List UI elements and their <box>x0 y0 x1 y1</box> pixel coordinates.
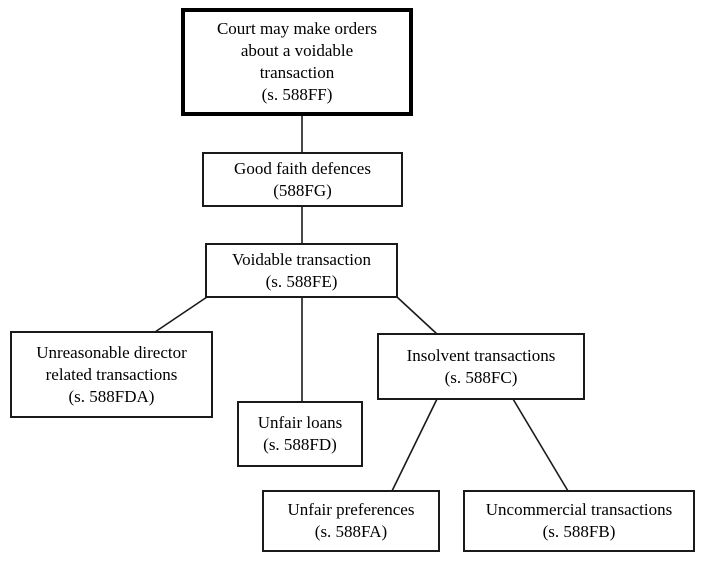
node-insolvent-transactions: Insolvent transactions (s. 588FC) <box>377 333 585 400</box>
node-voidable-transaction: Voidable transaction (s. 588FE) <box>205 243 398 298</box>
connector-voidable-to-unreasonable <box>154 296 208 333</box>
node-good-faith-defences: Good faith defences (588FG) <box>202 152 403 207</box>
node-unreasonable-director-related-transactions: Unreasonable director related transactio… <box>10 331 213 418</box>
connector-insolvent-to-uncommercial <box>512 398 569 492</box>
node-unfair-loans: Unfair loans (s. 588FD) <box>237 401 363 467</box>
connector-insolvent-to-unfairprefs <box>391 398 438 492</box>
node-uncommercial-transactions: Uncommercial transactions (s. 588FB) <box>463 490 695 552</box>
node-court-may-make-orders: Court may make orders about a voidable t… <box>181 8 413 116</box>
node-unfair-preferences: Unfair preferences (s. 588FA) <box>262 490 440 552</box>
connector-voidable-to-insolvent <box>396 296 438 335</box>
